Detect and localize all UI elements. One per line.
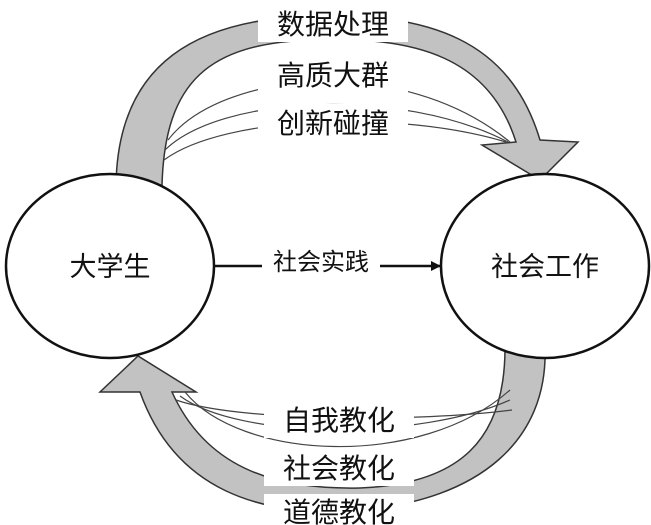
- node-left-label: 大学生: [70, 252, 151, 283]
- bottom-label-2: 社会教化: [283, 452, 395, 485]
- bottom-labels: 自我教化 社会教化 道德教化: [264, 402, 414, 525]
- bottom-curved-arrow: [98, 347, 546, 513]
- bottom-label-3: 道德教化: [283, 496, 395, 525]
- middle-label-backdrop: [262, 242, 380, 278]
- top-label-1: 数据处理: [277, 8, 389, 41]
- node-left-circle: [4, 172, 216, 360]
- node-right: 社会工作: [439, 172, 651, 360]
- middle-arrow-label: 社会实践: [273, 248, 369, 276]
- node-left: 大学生: [4, 172, 216, 360]
- bottom-label-1: 自我教化: [283, 404, 395, 437]
- top-label-2: 高质大群: [277, 59, 389, 92]
- middle-arrow: 社会实践: [215, 242, 441, 278]
- node-right-label: 社会工作: [491, 252, 599, 283]
- top-labels: 数据处理 高质大群 创新碰撞: [258, 4, 408, 142]
- top-arrow-body: [115, 14, 580, 186]
- top-label-3: 创新碰撞: [277, 107, 389, 140]
- node-right-circle: [439, 172, 651, 360]
- bottom-arrow-body: [98, 347, 546, 513]
